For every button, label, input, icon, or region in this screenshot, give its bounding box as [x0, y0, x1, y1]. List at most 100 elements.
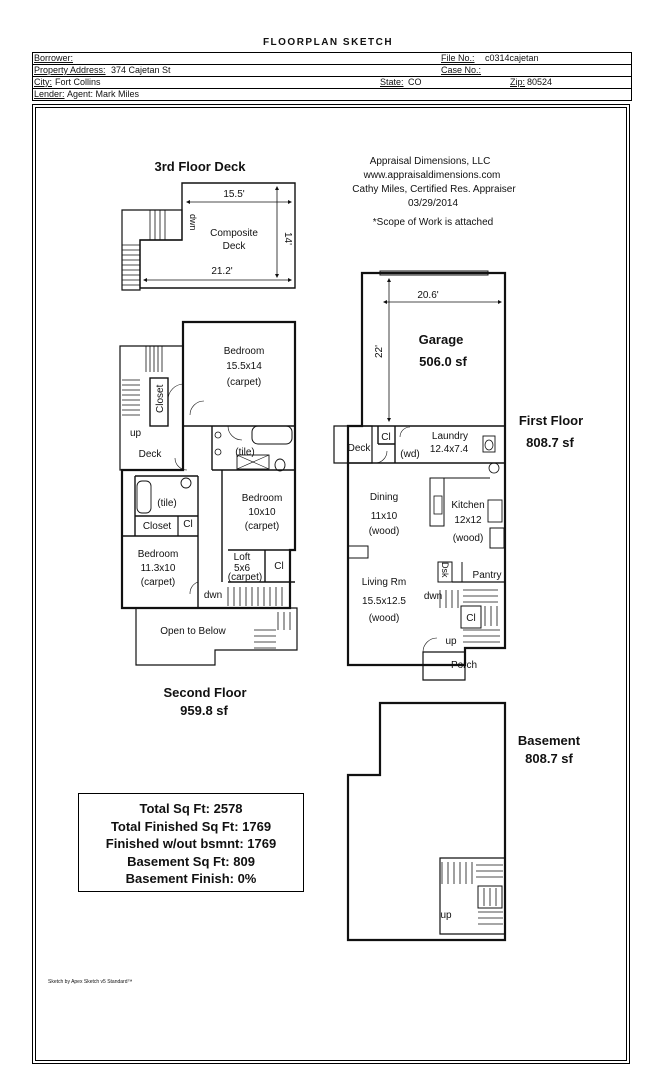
state-value: CO: [408, 77, 422, 87]
living-name: Living Rm: [362, 577, 406, 588]
second-floor-cl1: Cl: [183, 519, 192, 530]
total-sq-ft: Total Sq Ft: 2578: [139, 801, 243, 816]
garage-width: 20.6': [417, 290, 438, 301]
deck-dim-top: 15.5': [223, 189, 244, 200]
state-label: State:: [380, 77, 404, 87]
bedroom1-floor: (carpet): [227, 377, 261, 388]
basement-plan: [346, 701, 507, 942]
garage-depth: 22': [374, 345, 385, 358]
appraiser-note: *Scope of Work is attached: [373, 217, 493, 228]
bedroom3-floor: (carpet): [141, 577, 175, 588]
header-table: Borrower: File No.: c0314cajetan Propert…: [32, 52, 632, 101]
third-floor-deck-plan: [121, 182, 296, 291]
basement-area: 808.7 sf: [525, 751, 573, 766]
lender-label: Lender:: [34, 89, 65, 99]
second-floor-dwn: dwn: [204, 590, 222, 601]
appraiser-date: 03/29/2014: [408, 198, 458, 209]
kitchen-name: Kitchen: [451, 500, 484, 511]
city-value: Fort Collins: [55, 77, 101, 87]
bedroom3-size: 11.3x10: [141, 563, 176, 574]
sketch-software-footer: Sketch by Apex Sketch v5 Standard™: [48, 979, 133, 985]
deck-dim-bottom: 21.2': [211, 266, 232, 277]
first-floor-cl2: Cl: [466, 613, 475, 624]
sketch-frame: [32, 104, 630, 1064]
kitchen-floor: (wood): [453, 533, 484, 544]
zip-value: 80524: [527, 77, 553, 87]
property-address-value: 374 Cajetan St: [111, 65, 171, 75]
appraiser-company: Appraisal Dimensions, LLC: [370, 156, 491, 167]
city-label: City:: [34, 77, 52, 87]
first-floor-deck: Deck: [348, 443, 372, 454]
dining-floor: (wood): [369, 526, 400, 537]
dining-name: Dining: [370, 492, 398, 503]
laundry-size: 12.4x7.4: [430, 444, 469, 455]
second-floor-cl2: Cl: [274, 561, 283, 572]
laundry-name: Laundry: [432, 431, 468, 442]
finished-without-basement: Finished w/out bsmnt: 1769: [105, 836, 277, 851]
bedroom2-size: 10x10: [248, 507, 276, 518]
basement-title: Basement: [518, 733, 581, 748]
first-floor-up: up: [445, 636, 457, 647]
loft-size: 5x6: [234, 563, 251, 574]
second-floor-up: up: [130, 428, 142, 439]
basement-finish: Basement Finish: 0%: [125, 871, 257, 886]
deck-title: 3rd Floor Deck: [154, 159, 246, 174]
first-floor-title: First Floor: [519, 413, 583, 428]
loft-name: Loft: [234, 552, 251, 563]
header-row-borrower: Borrower: File No.: c0314cajetan: [33, 53, 631, 65]
appraiser-name: Cathy Miles, Certified Res. Appraiser: [352, 184, 516, 195]
appraiser-website: www.appraisaldimensions.com: [363, 170, 501, 181]
tile1-label: (tile): [235, 447, 254, 458]
bedroom3-name: Bedroom: [138, 549, 179, 560]
document-title: FLOORPLAN SKETCH: [262, 37, 394, 48]
deck-name-2: Deck: [223, 241, 247, 252]
second-floor-deck: Deck: [139, 449, 163, 460]
pantry-label: Pantry: [473, 570, 502, 581]
first-floor-cl1: Cl: [381, 432, 390, 443]
file-no-label: File No.:: [441, 53, 475, 63]
tile2-label: (tile): [157, 498, 176, 509]
second-floor-title: Second Floor: [163, 685, 246, 700]
property-address-label: Property Address:: [34, 65, 106, 75]
loft-floor: (carpet): [228, 572, 262, 583]
porch-label: Porch: [451, 660, 477, 671]
bedroom1-name: Bedroom: [224, 346, 265, 357]
header-row-address: Property Address: 374 Cajetan St Case No…: [33, 65, 631, 77]
living-floor: (wood): [369, 613, 400, 624]
zip-label: Zip:: [510, 77, 526, 87]
total-finished-sq-ft: Total Finished Sq Ft: 1769: [110, 818, 272, 834]
basement-sq-ft: Basement Sq Ft: 809: [127, 853, 255, 869]
second-floor-plan: [119, 320, 298, 666]
second-floor-area: 959.8 sf: [180, 703, 228, 718]
first-floor-dsk: Dsk: [440, 562, 450, 578]
garage-name: Garage: [419, 332, 464, 347]
header-row-lender: Lender: Agent: Mark Miles: [33, 89, 631, 100]
borrower-label: Borrower:: [34, 53, 74, 63]
open-to-below: Open to Below: [160, 626, 226, 637]
lender-value: Agent: Mark Miles: [67, 89, 140, 99]
first-floor-area: 808.7 sf: [526, 435, 574, 450]
bedroom2-name: Bedroom: [242, 493, 283, 504]
living-size: 15.5x12.5: [362, 596, 406, 607]
sketch-frame-inner: [35, 107, 627, 1061]
first-floor-dwn: dwn: [424, 591, 442, 602]
bedroom2-floor: (carpet): [245, 521, 279, 532]
dining-size: 11x10: [371, 511, 398, 522]
header-row-city: City: Fort Collins State: CO Zip: 80524: [33, 77, 631, 89]
first-floor-wd: (wd): [400, 449, 419, 460]
deck-name: Composite: [210, 228, 258, 239]
case-no-label: Case No.:: [441, 65, 482, 75]
kitchen-size: 12x12: [454, 515, 482, 526]
basement-up: up: [440, 910, 452, 921]
closet2-label: Closet: [143, 521, 172, 532]
first-floor-plan: [333, 270, 507, 681]
bedroom1-size: 15.5x14: [226, 361, 262, 372]
file-no-value: c0314cajetan: [485, 53, 539, 63]
deck-dwn-label: dwn: [188, 214, 198, 231]
square-footage-summary: Total Sq Ft: 2578 Total Finished Sq Ft: …: [78, 793, 304, 892]
closet1-label: Closet: [155, 384, 166, 413]
deck-stairs: [122, 210, 166, 286]
garage-area: 506.0 sf: [419, 354, 467, 369]
deck-dim-side: 14': [282, 232, 293, 245]
